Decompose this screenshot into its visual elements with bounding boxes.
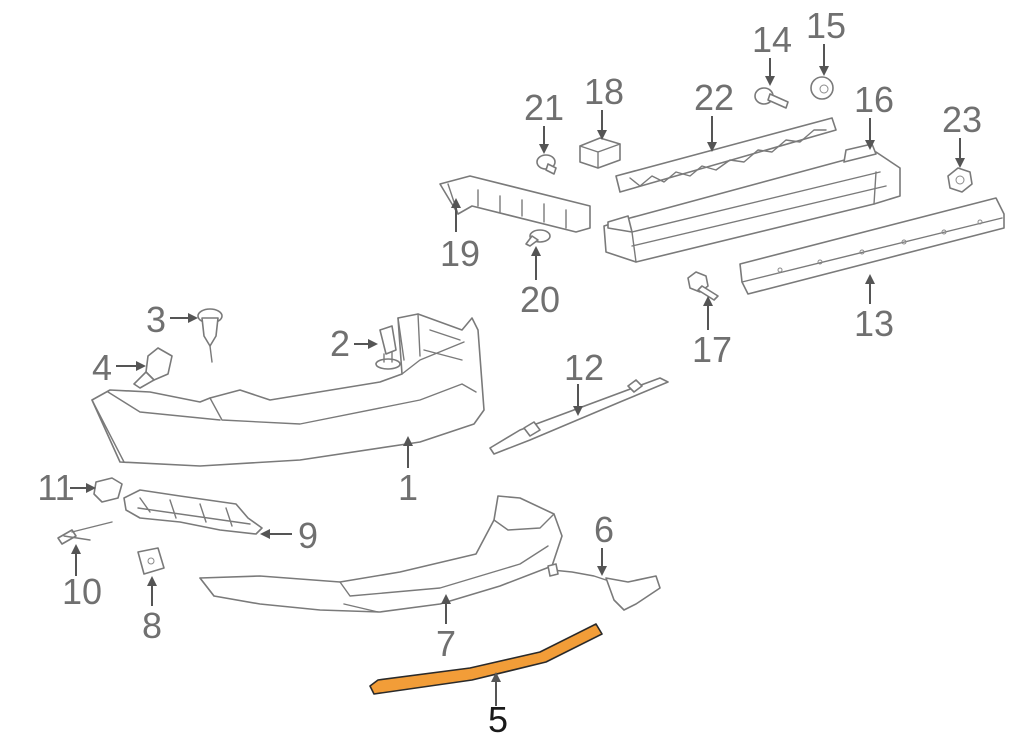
part-11-clip[interactable] — [93, 477, 123, 503]
callout-11[interactable]: 11 — [37, 467, 74, 508]
part-18-clip[interactable] — [579, 137, 621, 169]
part-16-reinforcement[interactable] — [603, 143, 901, 263]
callout-19[interactable]: 19 — [440, 233, 480, 274]
part-15-nut[interactable] — [810, 76, 834, 100]
callout-12[interactable]: 12 — [564, 347, 604, 388]
callout-18[interactable]: 18 — [584, 71, 624, 112]
part-5-trim-strip[interactable] — [369, 623, 603, 695]
part-2-clip[interactable] — [375, 325, 401, 370]
callout-14[interactable]: 14 — [752, 19, 792, 60]
part-14-bolt[interactable] — [754, 87, 789, 109]
part-4-clip[interactable] — [133, 347, 173, 389]
callout-15[interactable]: 15 — [806, 5, 846, 46]
part-9-bracket[interactable] — [123, 489, 263, 535]
part-20-push-pin[interactable] — [525, 229, 551, 247]
part-7-valance[interactable] — [199, 495, 563, 613]
part-13-impact-bar[interactable] — [739, 197, 1005, 295]
callout-13[interactable]: 13 — [854, 303, 894, 344]
part-22-absorber[interactable] — [615, 117, 837, 193]
callout-17[interactable]: 17 — [692, 329, 732, 370]
callout-9[interactable]: 9 — [298, 515, 318, 556]
leader-lines — [70, 44, 965, 706]
callout-8[interactable]: 8 — [142, 605, 162, 646]
callout-21[interactable]: 21 — [524, 87, 564, 128]
part-3-pin[interactable] — [197, 308, 223, 363]
part-10-clip[interactable] — [57, 521, 113, 545]
callout-3[interactable]: 3 — [146, 299, 166, 340]
callouts: 1 2 3 4 5 6 7 8 9 10 11 12 13 14 15 16 1… — [37, 5, 982, 740]
callout-5[interactable]: 5 — [488, 699, 508, 740]
callout-6[interactable]: 6 — [594, 509, 614, 550]
callout-23[interactable]: 23 — [942, 99, 982, 140]
part-21-screw[interactable] — [536, 154, 557, 175]
part-19-bracket[interactable] — [439, 175, 591, 233]
part-12-molding[interactable] — [489, 377, 669, 455]
callout-4[interactable]: 4 — [92, 347, 112, 388]
callout-10[interactable]: 10 — [62, 571, 102, 612]
callout-20[interactable]: 20 — [520, 279, 560, 320]
callout-1[interactable]: 1 — [398, 467, 418, 508]
part-8-nut-clip[interactable] — [137, 547, 165, 575]
part-23-nut[interactable] — [947, 167, 973, 193]
callout-22[interactable]: 22 — [694, 77, 734, 118]
callout-16[interactable]: 16 — [854, 79, 894, 120]
callout-7[interactable]: 7 — [436, 623, 456, 664]
part-17-bolt[interactable] — [687, 271, 719, 301]
part-6-wiring[interactable] — [547, 563, 661, 611]
callout-2[interactable]: 2 — [330, 323, 350, 364]
part-1-bumper-cover[interactable] — [91, 313, 485, 467]
